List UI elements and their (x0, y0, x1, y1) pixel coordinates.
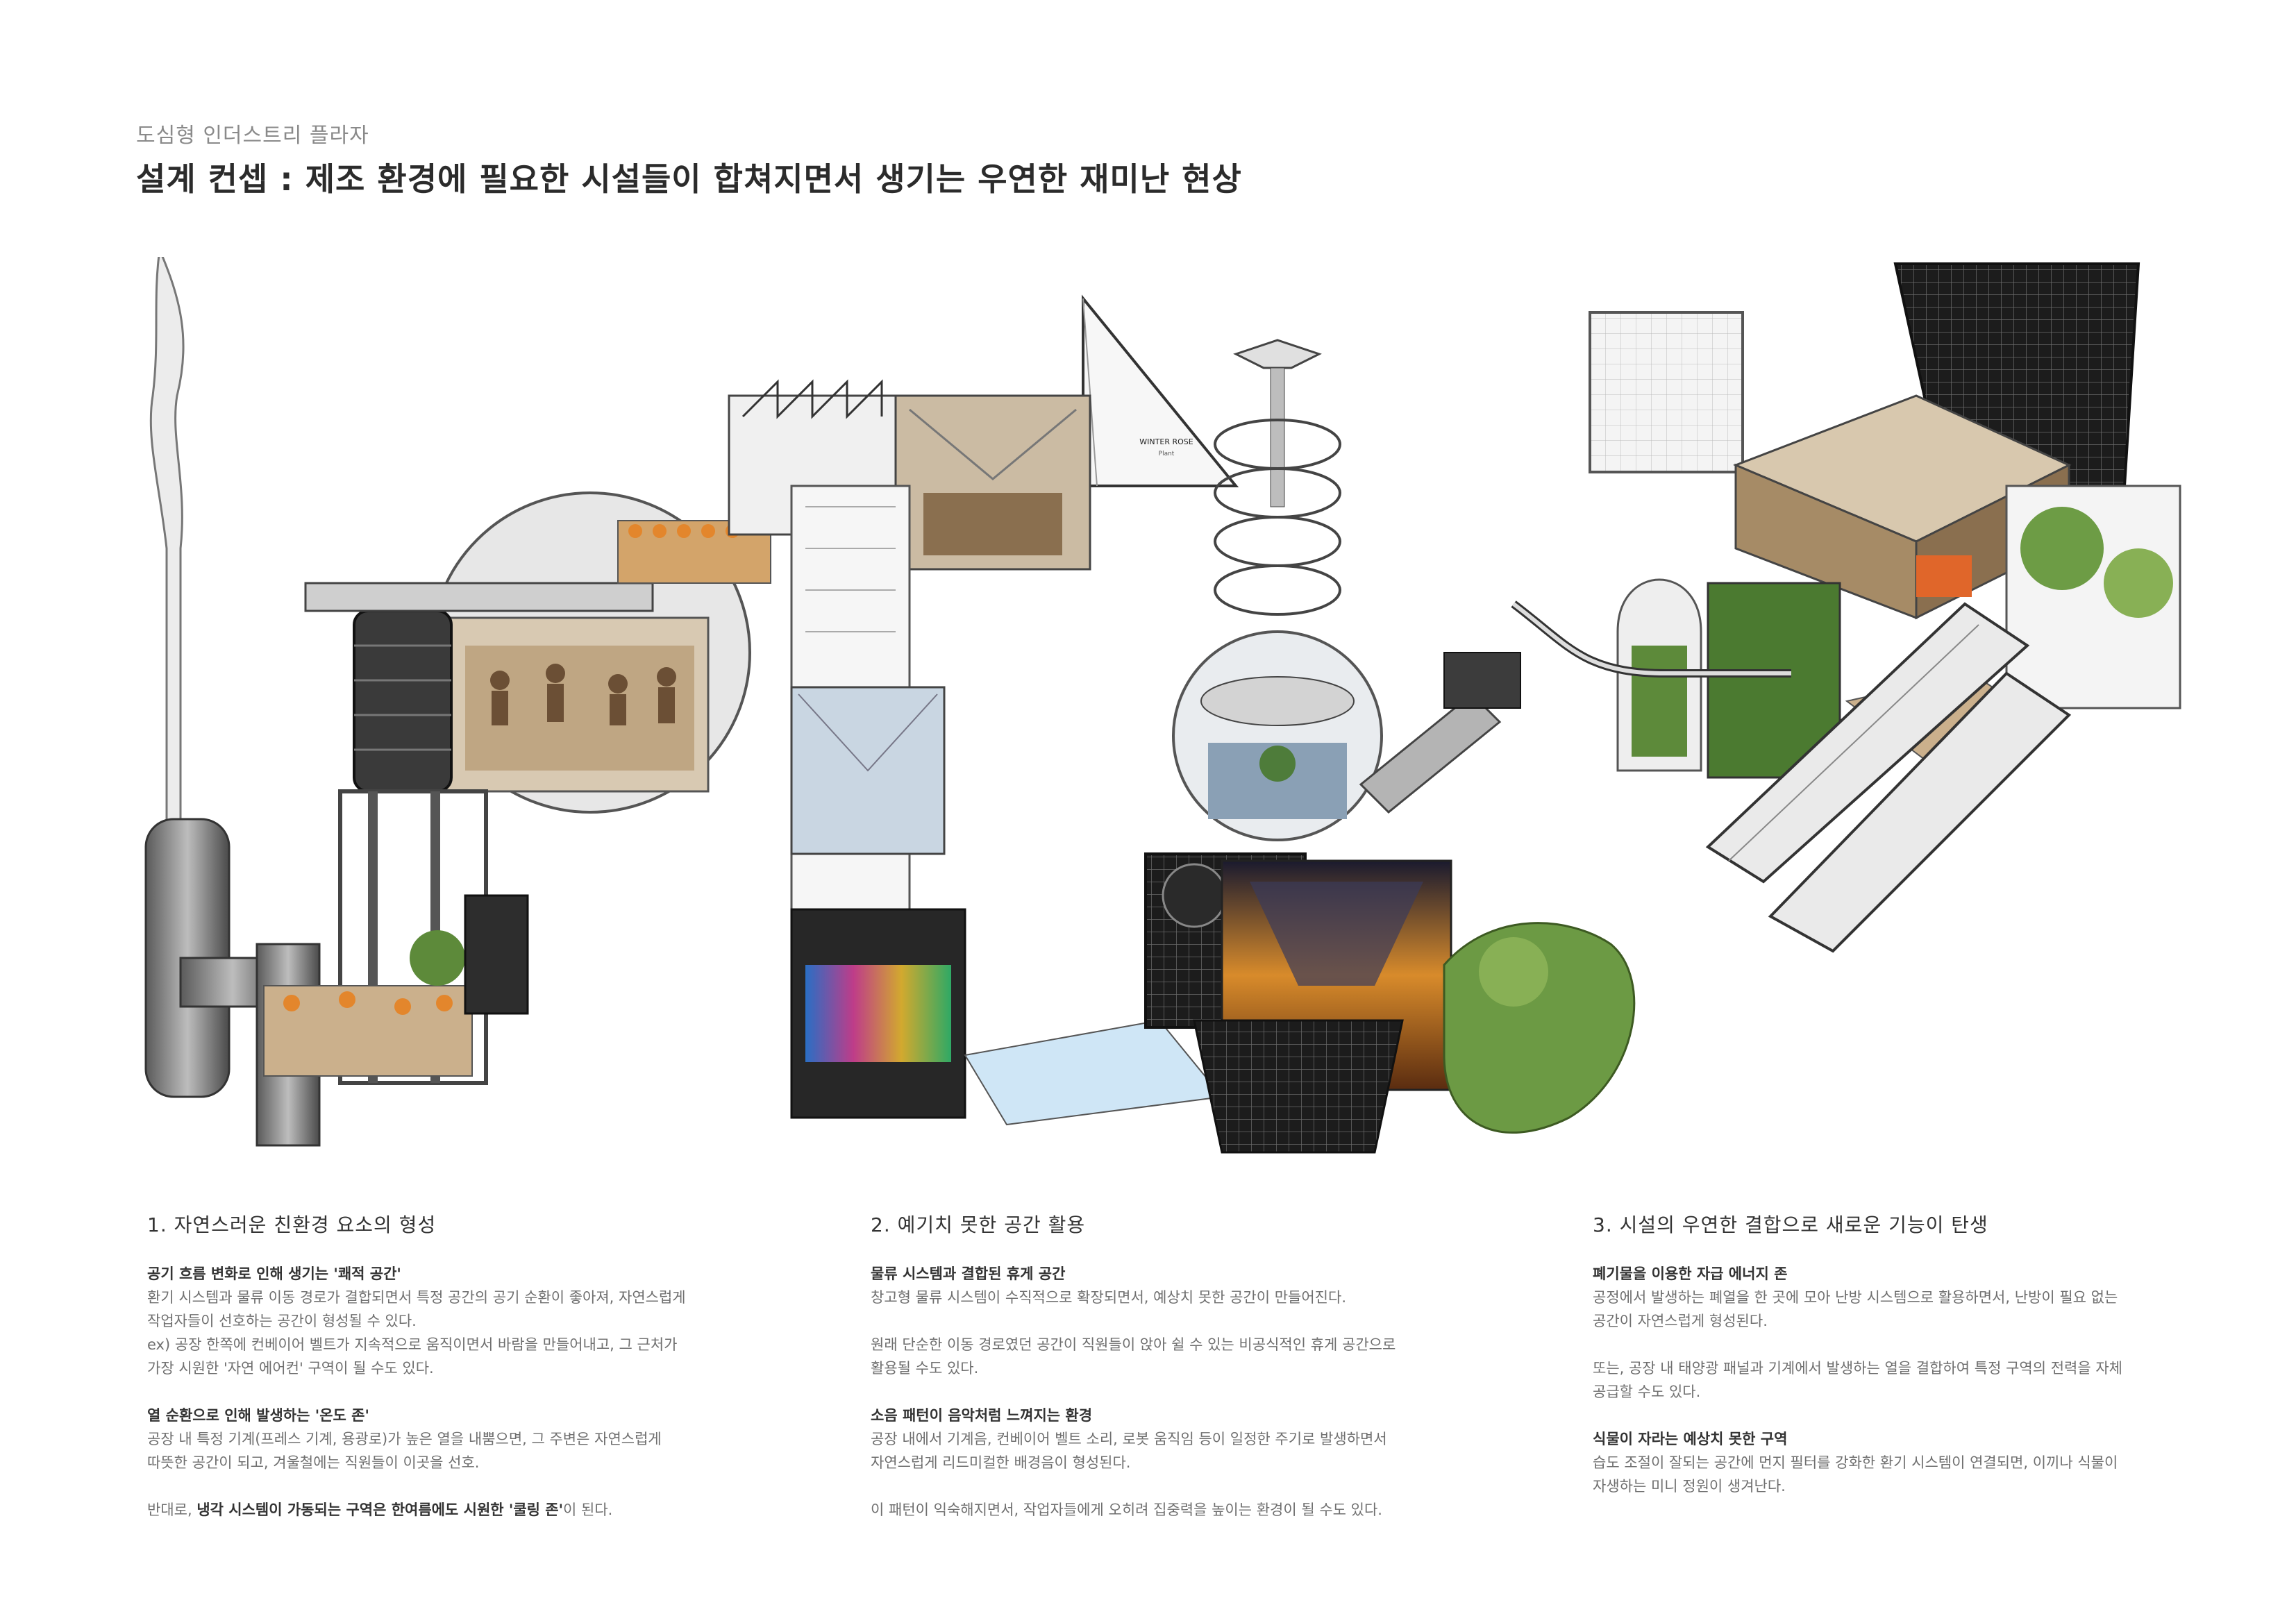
body-line: 공급할 수도 있다. (1593, 1384, 1701, 1400)
concept-collage-illustration: WINTER ROSE Plant (139, 257, 2194, 1159)
note-prefix: 반대로, (147, 1502, 197, 1518)
page-subtitle: 도심형 인더스트리 플라자 (136, 124, 369, 148)
section-subheading: 열 순환으로 인해 발생하는 '온도 존' (147, 1407, 369, 1424)
section-subheading: 폐기물을 이용한 자급 에너지 존 (1593, 1265, 1788, 1282)
sign-winter-rose: WINTER ROSE (1139, 437, 1193, 446)
section-heading: 2. 예기치 못한 공간 활용 (871, 1213, 1086, 1236)
cooling-zone-note: 반대로, 냉각 시스템이 가동되는 구역은 한여름에도 시원한 '쿨링 존'이 … (147, 1498, 758, 1522)
body-line: 자연스럽게 리드미컬한 배경음이 형성된다. (871, 1454, 1131, 1471)
left-machinery-group (144, 257, 771, 1147)
center-architecture-group: WINTER ROSE Plant (728, 294, 1521, 1154)
section-heading: 1. 자연스러운 친환경 요소의 형성 (147, 1213, 437, 1236)
body-line: 자생하는 미니 정원이 생겨난다. (1593, 1478, 1786, 1495)
section-new-functions: 3. 시설의 우연한 결합으로 새로운 기능이 탄생 폐기물을 이용한 자급 에… (1593, 1213, 2204, 1498)
body-line: 환기 시스템과 물류 이동 경로가 결합되면서 특정 공간의 공기 순환이 좋아… (147, 1289, 686, 1306)
note-suffix: 이 된다. (563, 1502, 613, 1518)
section-subheading: 물류 시스템과 결합된 휴게 공간 (871, 1265, 1066, 1282)
body-line: 창고형 물류 시스템이 수직적으로 확장되면서, 예상치 못한 공간이 만들어진… (871, 1289, 1346, 1306)
body-line: 작업자들이 선호하는 공간이 형성될 수 있다. (147, 1313, 417, 1329)
section-heading: 3. 시설의 우연한 결합으로 새로운 기능이 탄생 (1593, 1213, 1988, 1236)
body-line: 공정에서 발생하는 폐열을 한 곳에 모아 난방 시스템으로 활용하면서, 난방… (1593, 1289, 2118, 1306)
body-line: 공장 내에서 기계음, 컨베이어 벨트 소리, 로봇 움직임 등이 일정한 주기… (871, 1431, 1387, 1447)
page-title: 설계 컨셉 : 제조 환경에 필요한 시설들이 합쳐지면서 생기는 우연한 재미… (136, 160, 1242, 198)
right-greenery-group (1443, 262, 2181, 1134)
body-line: 가장 시원한 '자연 에어컨' 구역이 될 수도 있다. (147, 1360, 434, 1377)
note-bold: 냉각 시스템이 가동되는 구역은 한여름에도 시원한 '쿨링 존' (196, 1502, 564, 1518)
body-line: 공간이 자연스럽게 형성된다. (1593, 1313, 1768, 1329)
body-line: 원래 단순한 이동 경로였던 공간이 직원들이 앉아 쉴 수 있는 비공식적인 … (871, 1336, 1396, 1353)
sign-plant: Plant (1159, 451, 1175, 457)
body-line: ex) 공장 한쪽에 컨베이어 벨트가 지속적으로 움직이면서 바람을 만들어내… (147, 1336, 678, 1353)
body-line: 이 패턴이 익숙해지면서, 작업자들에게 오히려 집중력을 높이는 환경이 될 … (871, 1502, 1382, 1518)
section-subheading: 공기 흐름 변화로 인해 생기는 '쾌적 공간' (147, 1265, 401, 1282)
section-unexpected-space: 2. 예기치 못한 공간 활용 물류 시스템과 결합된 휴게 공간 창고형 물류… (871, 1213, 1482, 1522)
body-line: 또는, 공장 내 태양광 패널과 기계에서 발생하는 열을 결합하여 특정 구역… (1593, 1360, 2122, 1377)
body-line: 공장 내 특정 기계(프레스 기계, 용광로)가 높은 열을 내뿜으면, 그 주… (147, 1431, 662, 1447)
section-subheading: 식물이 자라는 예상치 못한 구역 (1593, 1431, 1788, 1447)
section-subheading: 소음 패턴이 음악처럼 느껴지는 환경 (871, 1407, 1093, 1424)
body-line: 활용될 수도 있다. (871, 1360, 979, 1377)
body-line: 습도 조절이 잘되는 공간에 먼지 필터를 강화한 환기 시스템이 연결되면, … (1593, 1454, 2118, 1471)
body-line: 따뜻한 공간이 되고, 겨울철에는 직원들이 이곳을 선호. (147, 1454, 480, 1471)
section-eco-elements: 1. 자연스러운 친환경 요소의 형성 공기 흐름 변화로 인해 생기는 '쾌적… (147, 1213, 758, 1522)
